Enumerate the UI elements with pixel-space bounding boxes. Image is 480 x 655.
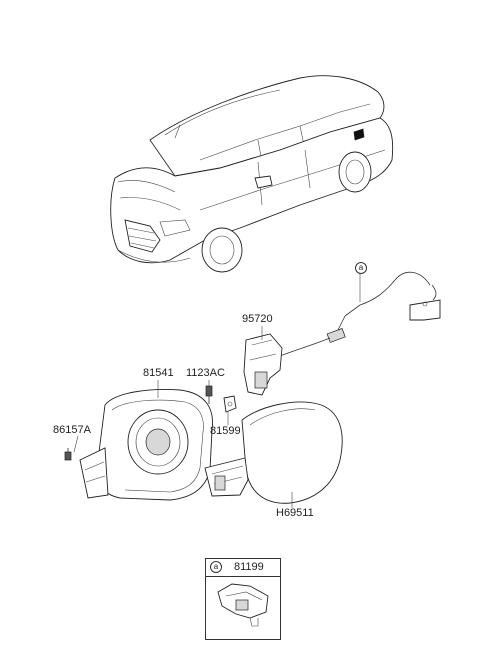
inset-clip-81199 xyxy=(217,583,269,627)
label-81599: 81599 xyxy=(210,425,241,437)
label-H69511: H69511 xyxy=(276,507,314,519)
connector-ref-marker: a xyxy=(355,262,367,274)
inset-box: a 81199 xyxy=(205,558,281,640)
screw-86157A xyxy=(64,448,72,461)
label-95720: 95720 xyxy=(242,313,273,325)
label-81541: 81541 xyxy=(143,367,174,379)
inset-header: a 81199 xyxy=(206,559,280,577)
clip-81599 xyxy=(223,395,237,413)
car-illustration xyxy=(110,75,394,273)
inset-ref-marker: a xyxy=(210,561,222,573)
label-86157A: 86157A xyxy=(53,424,91,436)
leader-lines xyxy=(73,273,361,508)
fuel-door-cable-95720 xyxy=(243,271,441,396)
fuel-filler-housing-81541 xyxy=(79,389,213,501)
label-1123AC: 1123AC xyxy=(186,367,225,379)
fuel-door-H69511 xyxy=(204,401,343,504)
inset-part-label: 81199 xyxy=(234,561,264,573)
bolt-1123AC xyxy=(205,385,213,404)
